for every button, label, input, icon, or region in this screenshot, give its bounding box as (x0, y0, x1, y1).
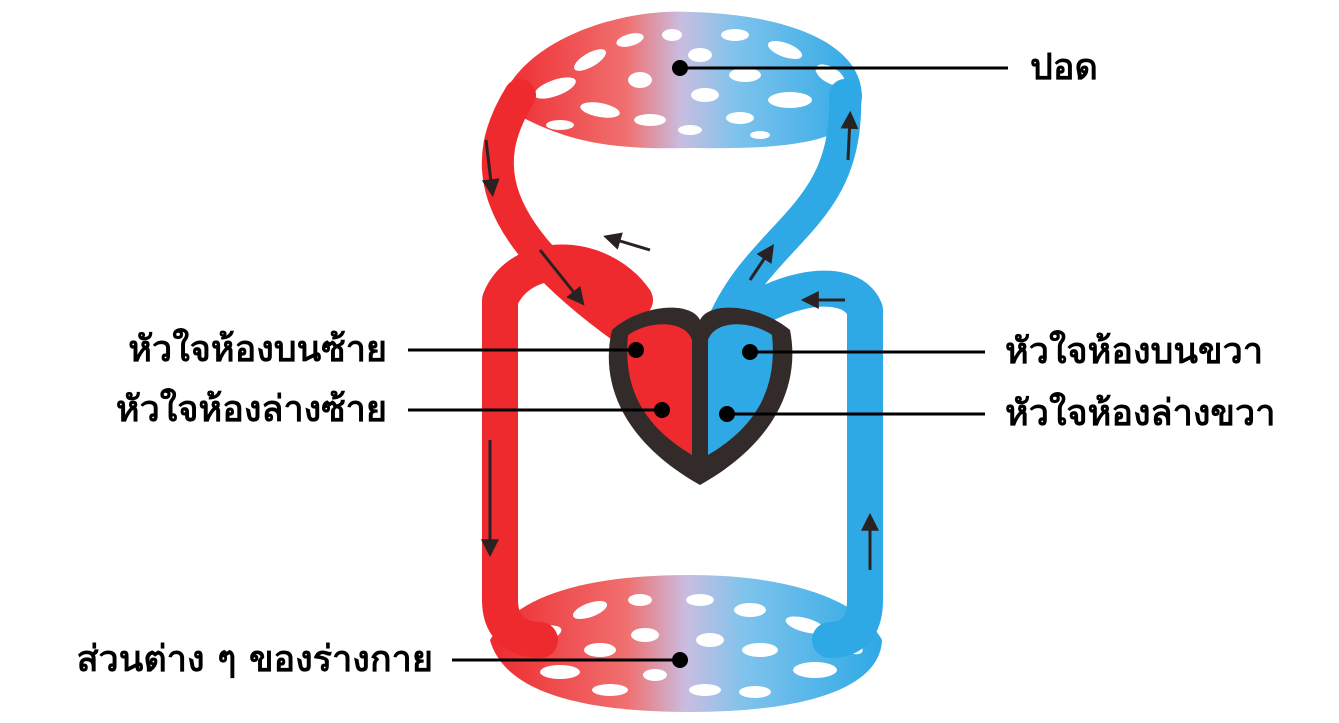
label-right-atrium: หัวใจห้องบนขวา (1005, 334, 1263, 370)
label-body-parts: ส่วนต่าง ๆ ของร่างกาย (77, 642, 433, 678)
lungs-capillary-bed (500, 12, 862, 149)
label-left-ventricle: หัวใจห้องล่างซ้าย (116, 392, 387, 428)
label-right-ventricle: หัวใจห้องล่างขวา (1005, 396, 1275, 432)
label-lungs: ปอด (1030, 50, 1098, 86)
heart (609, 308, 793, 485)
label-left-atrium: หัวใจห้องบนซ้าย (128, 332, 387, 368)
